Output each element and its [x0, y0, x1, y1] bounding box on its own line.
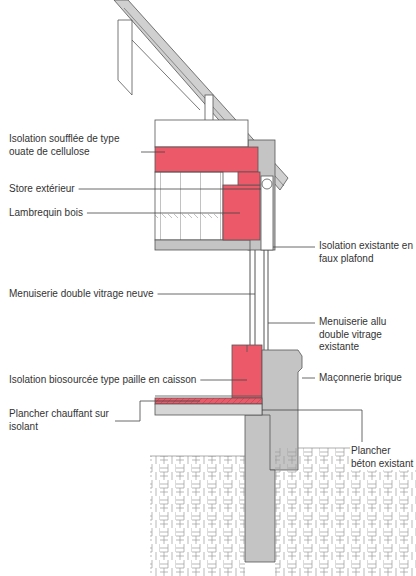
leader-line: [115, 401, 200, 421]
leader-line: [158, 294, 255, 295]
callout-label: Plancher chauffant sur isolant: [8, 408, 112, 433]
callout-label: Plancher béton existant: [350, 445, 416, 470]
callout-label: Menuiserie double vitrage neuve: [8, 288, 155, 301]
callout-label: Isolation soufflée de type ouate de cell…: [8, 133, 138, 158]
leader-line: [268, 323, 315, 324]
leader-line: [79, 189, 261, 190]
leader-line: [141, 152, 165, 153]
leader-line: [302, 378, 315, 379]
callout-label: Menuiserie allu double vitrage existante: [318, 316, 416, 354]
callout-label: Isolation biosourcée type paille en cais…: [8, 374, 197, 387]
callout-label: Isolation existante en faux plafond: [318, 240, 416, 265]
leader-line: [273, 247, 315, 248]
callout-label: Maçonnerie brique: [318, 372, 403, 385]
callout-label: Lambrequin bois: [8, 207, 84, 220]
leader-line: [87, 213, 240, 214]
callout-label: Store extérieur: [8, 183, 76, 196]
leader-line: [262, 410, 362, 442]
leader-line: [200, 380, 247, 381]
